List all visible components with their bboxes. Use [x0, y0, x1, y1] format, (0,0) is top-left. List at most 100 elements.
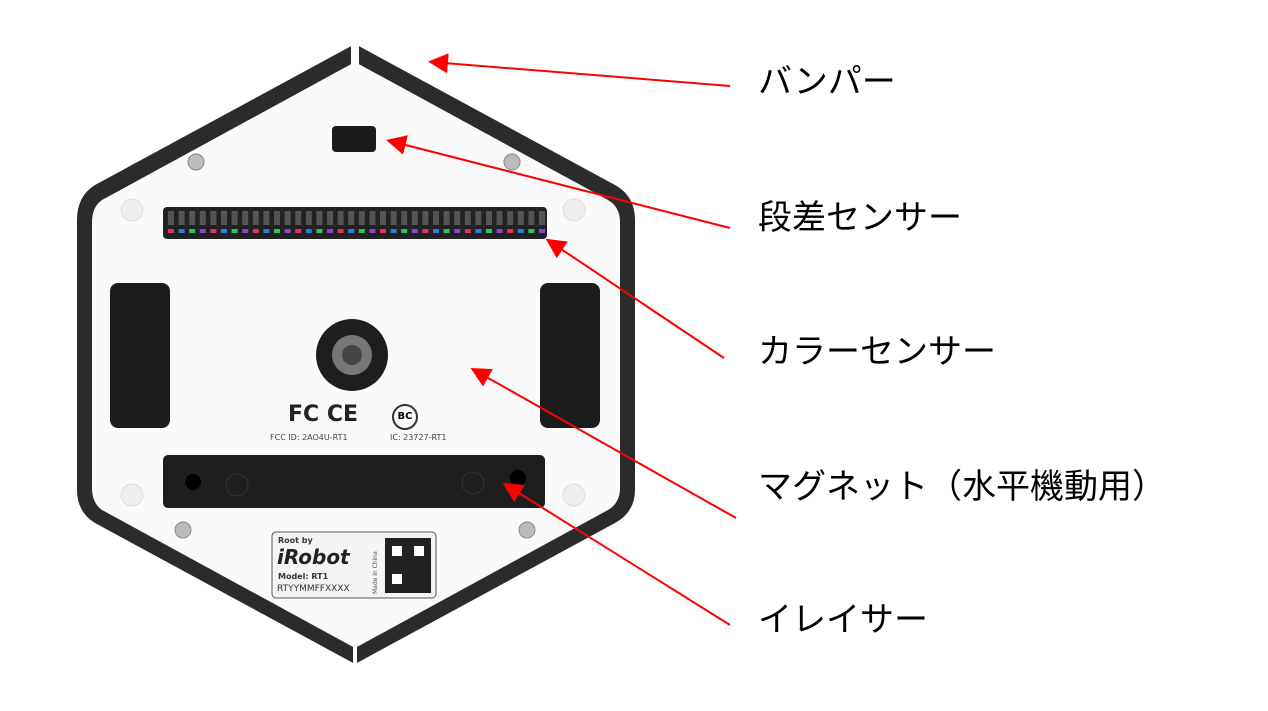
sensor-cell: [231, 211, 238, 225]
sensor-led: [475, 229, 482, 233]
sensor-led: [284, 229, 291, 233]
sensor-cell: [348, 211, 355, 225]
sensor-led: [411, 229, 418, 233]
sensor-cell: [539, 211, 545, 225]
fcc-id: FCC ID: 2AO4U-RT1: [270, 433, 348, 442]
label-cliff-sensor: 段差センサー: [758, 198, 962, 238]
sensor-led: [528, 229, 535, 233]
sensor-led: [189, 229, 196, 233]
sensor-cell: [221, 211, 227, 225]
sensor-cell: [337, 211, 344, 225]
sensor-cell: [252, 211, 259, 225]
sensor-cell: [454, 211, 461, 225]
sensor-led: [507, 229, 514, 233]
sensor-led: [348, 229, 355, 233]
sensor-led: [517, 229, 524, 233]
sensor-led: [358, 229, 365, 233]
sensor-cell: [178, 211, 185, 225]
color-sensor-strip: [163, 207, 547, 239]
sensor-cell: [464, 211, 471, 225]
label-origin: Made in China: [372, 551, 379, 594]
sensor-cell: [422, 211, 429, 225]
sensor-led: [295, 229, 302, 233]
label-line1: Root by: [278, 536, 313, 545]
label-eraser: イレイサー: [758, 600, 928, 640]
sensor-led: [231, 229, 238, 233]
sensor-cell: [274, 211, 280, 225]
sensor-cell: [284, 211, 291, 225]
sensor-led: [443, 229, 450, 233]
bc-mark: BC: [392, 404, 418, 430]
sensor-led: [199, 229, 206, 233]
sensor-led: [210, 229, 217, 233]
arrow-color-sensor: [545, 238, 725, 359]
sensor-cell: [358, 211, 365, 225]
label-color-sensor: カラーセンサー: [758, 332, 996, 372]
sensor-cell: [475, 211, 482, 225]
callout-arrows: [386, 53, 737, 626]
sensor-led: [327, 229, 333, 233]
arrow-eraser: [502, 482, 731, 626]
qr-code: [385, 538, 431, 593]
sensor-cell: [443, 211, 450, 225]
sensor-led: [486, 229, 492, 233]
sensor-cell: [199, 211, 206, 225]
label-serial: RTYYMMFFXXXX: [277, 584, 350, 594]
sensor-led: [422, 229, 429, 233]
left-wheel: [110, 283, 170, 428]
brand-logo: iRobot: [277, 545, 350, 569]
sensor-cell: [189, 211, 196, 225]
sensor-led: [263, 229, 270, 233]
sensor-cell: [390, 211, 397, 225]
sensor-cell: [242, 211, 249, 225]
sensor-cell: [433, 211, 439, 225]
sensor-led: [496, 229, 503, 233]
label-bumper: バンパー: [758, 62, 896, 102]
sensor-led: [178, 229, 185, 233]
sensor-led: [433, 229, 439, 233]
sensor-led: [454, 229, 461, 233]
sensor-led: [168, 229, 174, 233]
sensor-cell: [411, 211, 418, 225]
magnet: [316, 319, 388, 391]
label-magnet: マグネット（水平機動用）: [758, 467, 1166, 507]
sensor-cell: [401, 211, 408, 225]
right-wheel: [540, 283, 600, 428]
arrow-cliff-sensor: [386, 135, 731, 229]
eraser: [163, 455, 545, 508]
sensor-led: [369, 229, 376, 233]
sensor-cell: [305, 211, 312, 225]
sensor-cell: [528, 211, 535, 225]
sensor-cell: [507, 211, 514, 225]
sensor-cell: [496, 211, 503, 225]
arrow-bumper: [428, 53, 731, 87]
sensor-led: [221, 229, 227, 233]
sensor-led: [274, 229, 280, 233]
sensor-cell: [263, 211, 270, 225]
sensor-led: [337, 229, 344, 233]
sensor-led: [390, 229, 397, 233]
sensor-led: [380, 229, 386, 233]
sensor-cell: [327, 211, 333, 225]
sensor-cell: [316, 211, 323, 225]
cliff-sensor: [332, 126, 376, 152]
label-model: Model: RT1: [278, 572, 329, 581]
regulatory-marks: FC CE: [288, 402, 359, 427]
screws: [174, 153, 536, 539]
sensor-cell: [517, 211, 524, 225]
sensor-cell: [295, 211, 302, 225]
sensor-led: [305, 229, 312, 233]
sensor-led: [401, 229, 408, 233]
sensor-cell: [486, 211, 492, 225]
sensor-cell: [210, 211, 217, 225]
sensor-led: [464, 229, 471, 233]
ic-id: IC: 23727-RT1: [390, 433, 447, 442]
sensor-led: [316, 229, 323, 233]
sensor-cell: [369, 211, 376, 225]
arrow-magnet: [470, 368, 737, 519]
sensor-led: [242, 229, 249, 233]
sensor-cell: [380, 211, 386, 225]
sensor-led: [539, 229, 545, 233]
sensor-led: [252, 229, 259, 233]
